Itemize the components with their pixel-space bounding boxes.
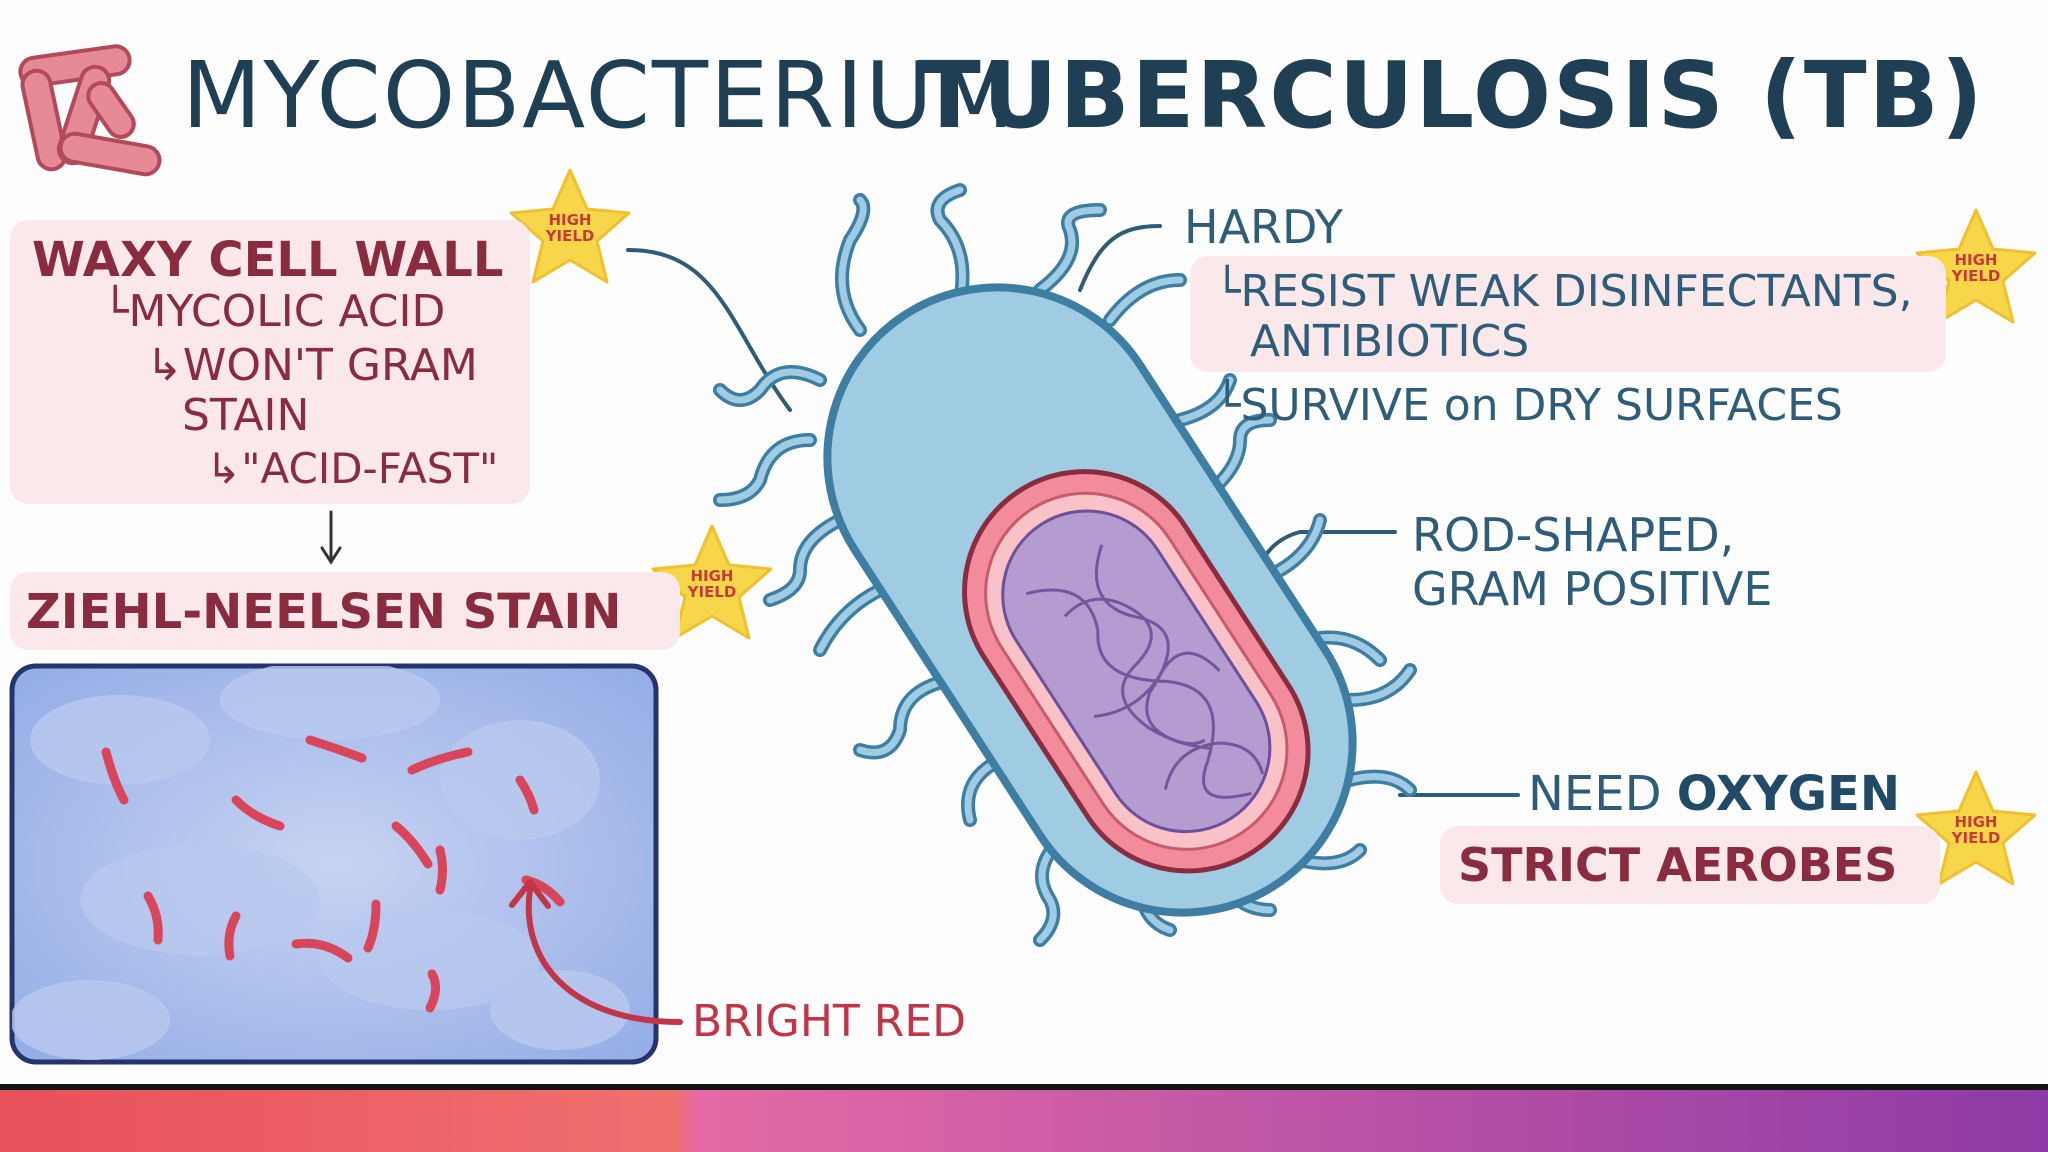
badge-line1: HIGH bbox=[690, 567, 734, 585]
high-yield-badge-3: HIGH YIELD bbox=[1946, 252, 2006, 284]
high-yield-badge-1: HIGH YIELD bbox=[540, 212, 600, 244]
survive-label: └SURVIVE on DRY SURFACES bbox=[1214, 380, 1843, 431]
need-word: NEED bbox=[1528, 766, 1662, 822]
oxygen-word: OXYGEN bbox=[1676, 766, 1901, 822]
ziehl-neelsen-box bbox=[10, 572, 680, 650]
wont-gram-label: ↳WON'T GRAM bbox=[146, 340, 478, 391]
hardy-label: HARDY bbox=[1184, 200, 1344, 254]
bright-red-label: BRIGHT RED bbox=[692, 996, 967, 1047]
resist-label-line1: └RESIST WEAK DISINFECTANTS, bbox=[1214, 266, 1913, 317]
badge-line2: YIELD bbox=[687, 583, 737, 601]
strict-aerobes-box bbox=[1440, 826, 1940, 904]
high-yield-badge-2: HIGH YIELD bbox=[682, 568, 742, 600]
badge-line1: HIGH bbox=[548, 211, 592, 229]
acid-fast-label: ↳"ACID-FAST" bbox=[206, 444, 499, 493]
rod-shaped-line2: GRAM POSITIVE bbox=[1412, 562, 1773, 616]
waxy-cell-wall-box bbox=[10, 220, 530, 504]
high-yield-badge-4: HIGH YIELD bbox=[1946, 814, 2006, 846]
mycolic-acid-label: └MYCOLIC ACID bbox=[102, 286, 446, 337]
stain-label: STAIN bbox=[182, 390, 310, 441]
badge-line1: HIGH bbox=[1954, 251, 1998, 269]
badge-line2: YIELD bbox=[1951, 829, 2001, 847]
bacterium-illustration bbox=[713, 183, 1417, 947]
down-arrow-icon bbox=[320, 510, 342, 565]
resist-label-line2: ANTIBIOTICS bbox=[1250, 316, 1530, 367]
bacteria-logo-icon bbox=[18, 44, 162, 177]
title-word-1: MYCOBACTERIUM bbox=[182, 42, 1016, 149]
need-oxygen-label: NEED OXYGEN bbox=[1528, 766, 1900, 822]
badge-line2: YIELD bbox=[1951, 267, 2001, 285]
strict-aerobes-label: STRICT AEROBES bbox=[1458, 838, 1898, 892]
waxy-cell-wall-heading: WAXY CELL WALL bbox=[32, 232, 504, 288]
microscope-slide-image bbox=[9, 663, 683, 1065]
rod-shaped-line1: ROD-SHAPED, bbox=[1412, 508, 1735, 562]
ziehl-neelsen-heading: ZIEHL-NEELSEN STAIN bbox=[26, 584, 622, 640]
badge-line2: YIELD bbox=[545, 227, 595, 245]
hardy-box bbox=[1190, 256, 1946, 372]
badge-line1: HIGH bbox=[1954, 813, 1998, 831]
star-badge-icon bbox=[509, 168, 2037, 886]
bottom-gradient-bar bbox=[0, 1090, 2048, 1152]
title-word-2: TUBERCULOSIS (TB) bbox=[918, 42, 1985, 149]
